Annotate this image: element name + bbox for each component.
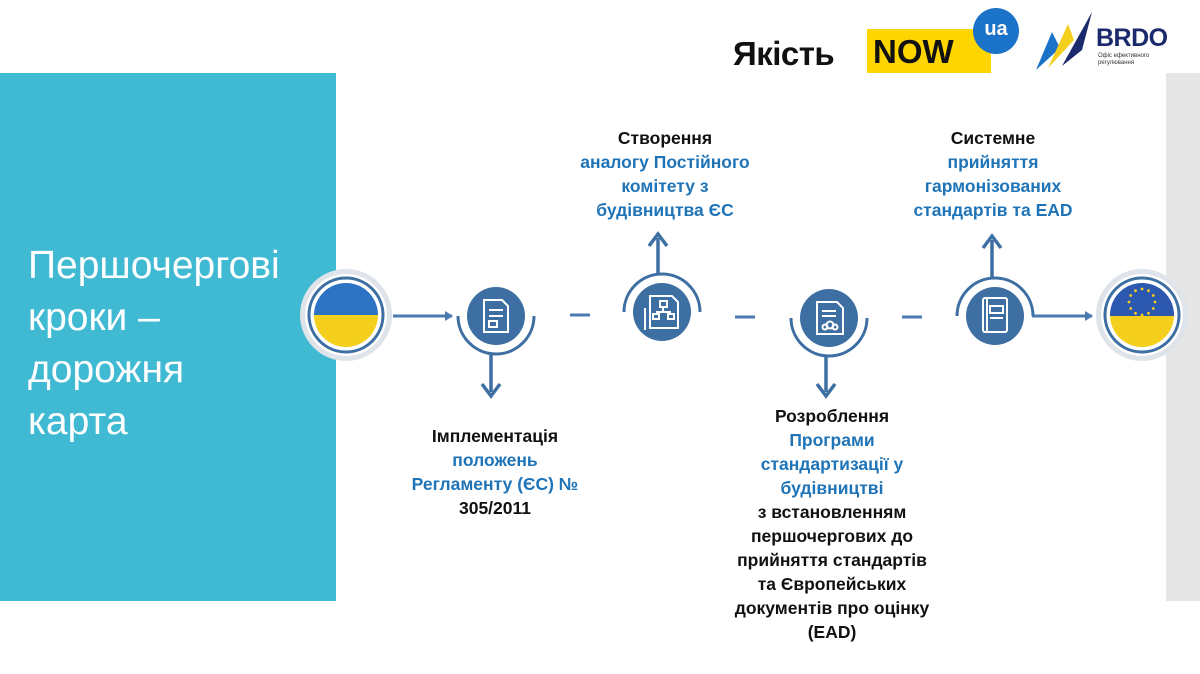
step-2-blue-line: комітету з	[621, 176, 709, 196]
step-4-blue-line: гармонізованих	[924, 176, 1062, 196]
step-3-heading: Розроблення	[774, 406, 890, 426]
eu-star-icon	[1127, 300, 1131, 304]
left-title-panel	[0, 73, 336, 601]
step-3-text: Розроблення Програми стандартизації у бу…	[712, 404, 952, 644]
brdo-logo-name: BRDO	[1096, 24, 1168, 52]
step-4-text: Системне прийняття гармонізованих станда…	[878, 126, 1108, 222]
eu-star-icon	[1134, 311, 1137, 315]
title-line: карта	[28, 400, 128, 443]
brdo-logo: BRDO Офіс ефективного регулювання	[1034, 10, 1174, 72]
page-title: Першочергові кроки – дорожня карта	[28, 240, 328, 448]
step-3-blue-line: стандартизації у	[760, 454, 904, 474]
eu-star-icon	[1153, 300, 1157, 304]
step-3-blue-line: будівництві	[780, 478, 884, 498]
step-node-4	[955, 233, 1035, 345]
eu-star-icon	[1129, 307, 1133, 310]
step-1-blue-line: Регламенту (ЄС) №	[411, 474, 579, 494]
eu-star-icon	[1140, 287, 1144, 291]
eu-star-icon	[1134, 289, 1137, 293]
standards-book-icon	[982, 297, 1008, 333]
step-1-text: Імплементація положень Регламенту (ЄС) №…	[390, 424, 600, 520]
eu-star-icon	[1129, 294, 1133, 297]
step-3-blue-line: Програми	[789, 430, 875, 450]
yakist-logo-ua-badge: ua	[973, 8, 1019, 54]
eu-star-icon	[1151, 294, 1155, 297]
step-3-dark-line: та Європейських	[757, 574, 907, 594]
step-1-blue-line: положень	[452, 450, 538, 470]
step-3-dark-line: прийняття стандартів	[737, 550, 927, 570]
document-icon	[483, 299, 509, 333]
ukraine-flag-node	[300, 269, 392, 361]
org-chart-document-icon	[644, 295, 679, 330]
eu-star-icon	[1147, 311, 1150, 315]
step-2-blue-line: будівництва ЄС	[596, 200, 734, 220]
step-2-heading: Створення	[617, 128, 713, 148]
step-1-dark-line: 305/2011	[458, 498, 532, 518]
step-3-dark-line: (EAD)	[807, 622, 857, 642]
step-2-blue-line: аналогу Постійного	[580, 152, 750, 172]
step-3-dark-line: першочергових до	[750, 526, 914, 546]
certificate-document-icon	[816, 301, 844, 335]
title-line: кроки –	[28, 296, 160, 339]
brdo-mark-icon	[1036, 12, 1092, 70]
eu-star-icon	[1147, 289, 1150, 293]
yakist-logo-word: Якість	[733, 35, 835, 72]
step-node-1	[456, 287, 536, 399]
step-4-blue-line: прийняття	[947, 152, 1039, 172]
step-3-dark-line: з встановленням	[757, 502, 907, 522]
step-node-2	[622, 231, 702, 341]
yakist-now-logo: Якість NOW ua	[733, 8, 1023, 74]
title-line: Першочергові	[28, 244, 280, 287]
connector-lines	[393, 311, 1093, 321]
yakist-logo-now: NOW	[867, 29, 991, 73]
step-4-heading: Системне	[950, 128, 1036, 148]
eu-flag-node	[1096, 269, 1188, 361]
brdo-logo-subtitle: Офіс ефективного регулювання	[1098, 53, 1150, 66]
step-1-heading: Імплементація	[431, 426, 559, 446]
step-3-dark-line: документів про оцінку	[734, 598, 930, 618]
step-2-text: Створення аналогу Постійного комітету з …	[550, 126, 780, 222]
step-4-blue-line: стандартів та EAD	[913, 200, 1073, 220]
title-line: дорожня	[28, 348, 185, 391]
step-node-3	[789, 289, 869, 399]
eu-star-icon	[1140, 313, 1144, 317]
eu-star-icon	[1151, 307, 1155, 310]
